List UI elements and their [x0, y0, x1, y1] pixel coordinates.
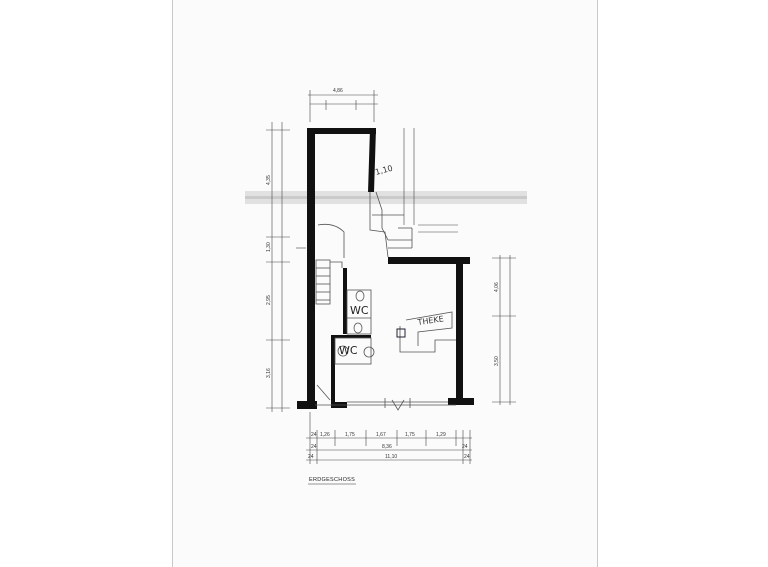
dim-right-chain: 4,06 3,50 [494, 282, 500, 366]
wall-upper-right [368, 128, 376, 192]
wall-right [456, 257, 463, 402]
wall-left [307, 128, 315, 408]
dim-bottom1-5: 1,29 [436, 432, 446, 438]
dim-right-2: 3,50 [494, 356, 500, 366]
dim-bottom2-0: 24 [311, 444, 317, 450]
dim-bottom1-0: 24 [311, 432, 317, 438]
dim-bottom-row1: 24 1,26 1,75 1,67 1,75 1,29 [311, 432, 446, 438]
dim-left-4: 3,16 [266, 368, 272, 378]
dim-bottom1-4: 1,75 [405, 432, 415, 438]
counter-label: THEKE [416, 314, 444, 327]
dim-left-2: 1,30 [266, 242, 272, 252]
dim-bottom2-2: 24 [462, 444, 468, 450]
dim-bottom-row2: 24 8,36 24 [311, 444, 468, 450]
wall-top [307, 128, 376, 134]
width-note-label: 1,10 [374, 164, 394, 177]
dim-left-1: 4,35 [266, 175, 272, 185]
dim-right-1: 4,06 [494, 282, 500, 292]
fold-line [245, 196, 527, 199]
dim-bottom1-2: 1,75 [345, 432, 355, 438]
dimension-lines [266, 90, 516, 464]
dim-bottom3-1: 11,10 [385, 454, 397, 460]
dim-left-3: 2,95 [266, 295, 272, 305]
dim-bottom2-1: 8,36 [382, 444, 392, 450]
dim-top-width: 4,86 [333, 88, 343, 94]
wall-bottom-left [297, 401, 317, 409]
dim-bottom1-1: 1,26 [320, 432, 330, 438]
dim-bottom1-3: 1,67 [376, 432, 386, 438]
floor-title: ERDGESCHOSS [309, 477, 355, 483]
wall-wc-top [331, 335, 371, 338]
dim-bottom-row3: 24 11,10 24 [308, 454, 470, 460]
wc-lower-label: WC [339, 344, 358, 357]
plan-sheet [172, 0, 598, 567]
wall-wc-left [331, 337, 335, 403]
dim-bottom3-2: 24 [464, 454, 470, 460]
dim-left-chain: 4,35 1,30 2,95 3,16 [266, 175, 272, 378]
walls [297, 128, 474, 409]
dim-bottom3-0: 24 [308, 454, 314, 460]
thin-lines [315, 191, 456, 411]
wall-mid-horizontal [388, 257, 470, 264]
wall-bottom-right [448, 398, 474, 405]
wc-upper-label: WC [350, 304, 369, 317]
wall-wc-mid [343, 268, 347, 334]
